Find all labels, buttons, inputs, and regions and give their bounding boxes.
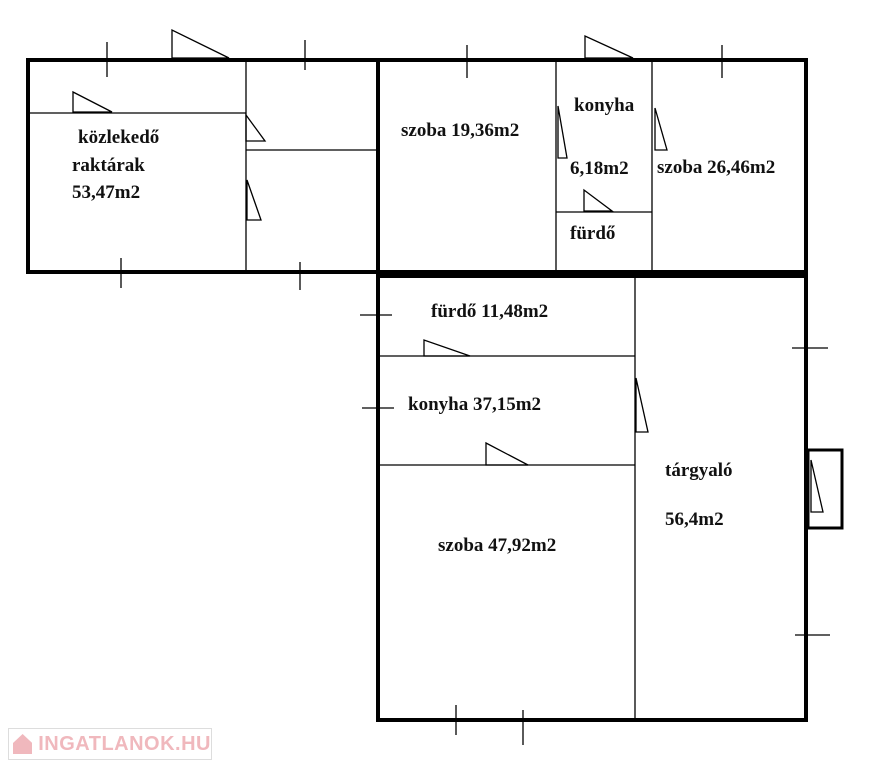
watermark-text: INGATLANOK.HU — [38, 732, 211, 755]
watermark-logo: INGATLANOK.HU — [8, 728, 212, 760]
room-label-furdo-1: fürdő — [570, 223, 616, 244]
room-area-kozlekedo: 53,47m2 — [72, 182, 141, 203]
wall-top-block — [376, 58, 808, 274]
room-label-kozlekedo: közlekedő — [78, 127, 160, 148]
wall-side-box — [806, 448, 844, 530]
house-icon — [13, 734, 33, 754]
room-label-konyha-1: konyha — [574, 95, 635, 116]
door-icons — [72, 28, 824, 513]
room-label-raktarak: raktárak — [72, 155, 145, 176]
room-area-targyalo: 56,4m2 — [665, 509, 724, 530]
room-label-konyha-2: konyha 37,15m2 — [408, 394, 542, 415]
wall-bottom-block — [376, 274, 808, 722]
room-label-szoba-3: szoba 47,92m2 — [438, 535, 557, 556]
room-area-konyha-1: 6,18m2 — [570, 158, 629, 179]
room-label-szoba-2: szoba 26,46m2 — [657, 157, 776, 178]
room-label-szoba-1: szoba 19,36m2 — [401, 120, 520, 141]
room-label-targyalo: tárgyaló — [665, 460, 733, 481]
window-marks — [106, 40, 830, 745]
room-label-furdo-2: fürdő 11,48m2 — [431, 301, 549, 322]
